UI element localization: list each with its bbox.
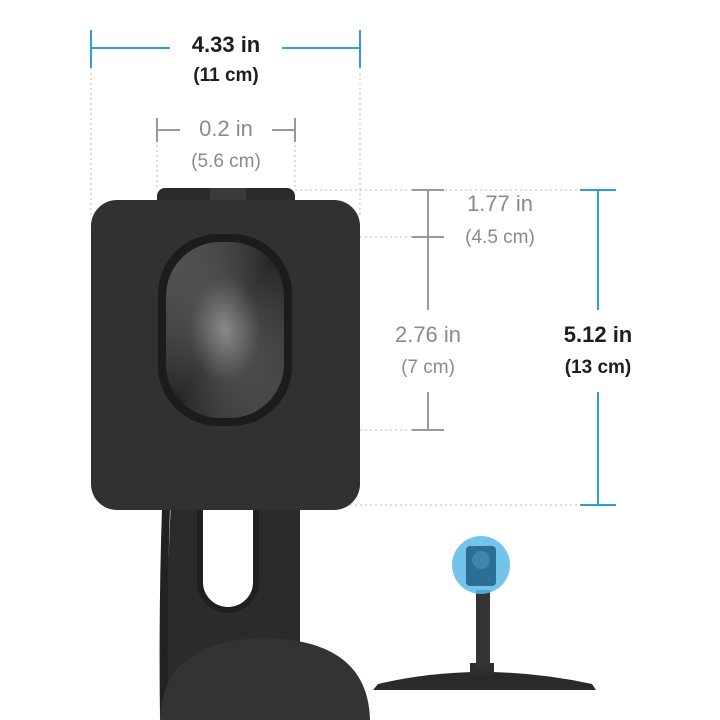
height-dimension-line xyxy=(580,189,616,506)
puck-height-inches: 2.76 in xyxy=(394,322,462,347)
tab-width-inches: 0.2 in xyxy=(199,116,253,141)
width-dimension-line xyxy=(90,30,361,68)
height-cm: (13 cm) xyxy=(564,357,632,378)
height-inches: 5.12 in xyxy=(563,322,633,347)
monitor-thumbnail xyxy=(373,536,596,690)
width-inches: 4.33 in xyxy=(191,32,261,57)
puck-height-cm: (7 cm) xyxy=(401,357,455,378)
arm-joint xyxy=(160,638,370,720)
top-offset-cm: (4.5 cm) xyxy=(465,227,535,248)
tab-width-cm: (5.6 cm) xyxy=(191,151,261,172)
tab-dimension-line xyxy=(156,118,296,142)
width-cm: (11 cm) xyxy=(193,65,259,86)
puck-dimension-line xyxy=(412,189,444,431)
top-offset-inches: 1.77 in xyxy=(466,191,534,216)
